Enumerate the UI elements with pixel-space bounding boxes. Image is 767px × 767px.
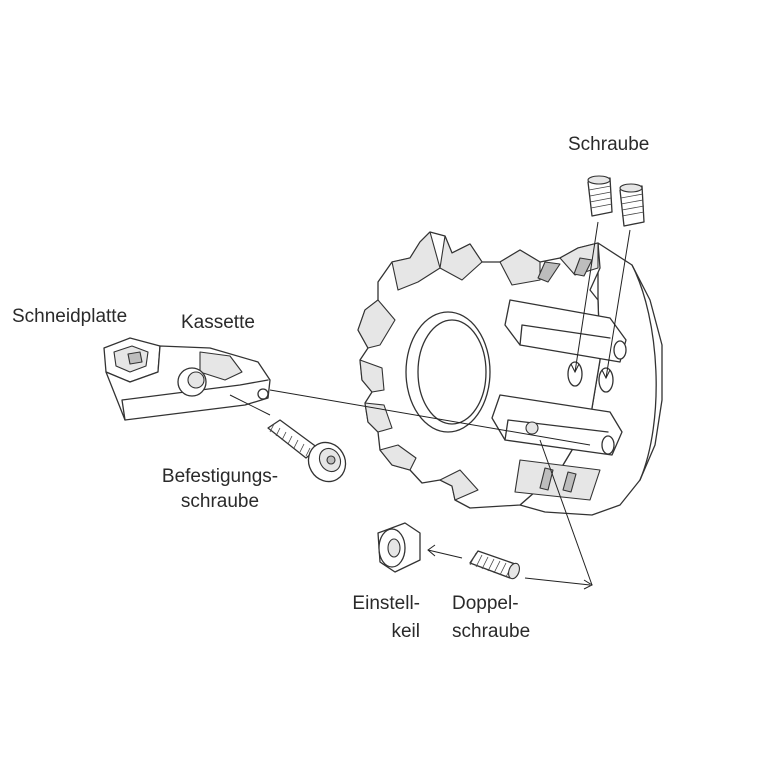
label-doppelschraube-line1: Doppel- xyxy=(452,593,519,614)
label-einstellkeil-line2: keil xyxy=(391,621,420,642)
leader-lines xyxy=(229,221,631,590)
label-kassette: Kassette xyxy=(181,312,255,333)
double-screw xyxy=(469,550,520,580)
label-befestigungsschraube-line2: schraube xyxy=(180,491,260,512)
fixing-screw xyxy=(267,419,347,483)
label-befestigungsschraube-line1: Befestigungs- xyxy=(161,466,279,487)
label-schraube: Schraube xyxy=(568,134,650,155)
label-schneidplatte: Schneidplatte xyxy=(12,306,128,327)
set-screw-2 xyxy=(619,183,645,227)
adjusting-wedge xyxy=(377,522,421,573)
label-einstellkeil-line1: Einstell- xyxy=(352,593,420,614)
cutter-body xyxy=(357,231,663,516)
set-screws xyxy=(587,175,645,227)
set-screw-1 xyxy=(587,175,613,217)
label-doppelschraube-line2: schraube xyxy=(452,621,531,642)
cartridge-assembly xyxy=(103,337,271,421)
